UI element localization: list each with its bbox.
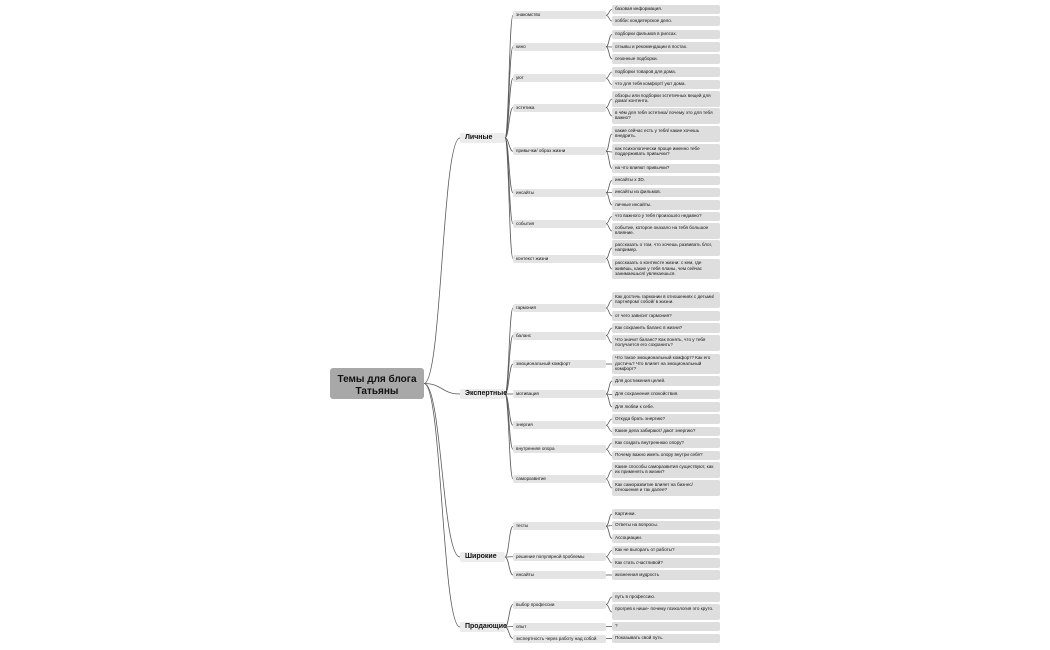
idea-node[interactable]: рассказать о том, что хочешь развивать б… (612, 240, 720, 256)
topic-node[interactable]: тесты (513, 522, 606, 531)
topic-node[interactable]: мотивация (513, 390, 606, 398)
idea-node[interactable]: от чего зависит гармония? (612, 311, 720, 321)
connector-line (423, 137, 461, 384)
connector-line (504, 525, 514, 558)
idea-node[interactable]: подборки товаров для дома. (612, 67, 720, 77)
idea-node[interactable]: путь в профессию. (612, 592, 720, 602)
idea-node[interactable]: Показывать свой путь. (612, 633, 720, 644)
idea-node[interactable]: Картинки. (612, 509, 720, 519)
connector-line (504, 556, 514, 576)
connector-line (504, 137, 514, 194)
idea-node[interactable]: обзоры или подборки эстетичных вещей для… (612, 91, 720, 107)
idea-node[interactable]: инсайты из фильмов. (612, 187, 720, 198)
topic-node[interactable]: экспертность через работу над собой (513, 634, 606, 643)
idea-node[interactable]: Как создать внутреннюю опору? (612, 438, 720, 448)
connector-line (504, 107, 514, 139)
connector-line (504, 137, 514, 225)
connector-line (504, 393, 514, 450)
connector-line (504, 307, 514, 395)
branch-node[interactable]: Личные (460, 133, 505, 143)
idea-node[interactable]: в чём для тебя эстетика/ почему это для … (612, 108, 720, 124)
idea-node[interactable]: Как достичь гармонии в отношениях с деть… (612, 292, 720, 308)
topic-node[interactable]: знакомство (513, 11, 606, 20)
idea-node[interactable]: рассказать о контексте жизни: с кем, где… (612, 258, 720, 280)
idea-node[interactable]: хобби: кондитерское дело. (612, 16, 720, 26)
topic-node[interactable]: внутренняя опора (513, 445, 606, 454)
idea-node[interactable]: отзывы и рекомендации в постах. (612, 42, 720, 52)
topic-node[interactable]: контекст жизни (513, 254, 606, 263)
idea-node[interactable]: Как сохранить баланс в жизни? (612, 323, 720, 333)
idea-node[interactable]: Что значит баланс? Как понять, что у теб… (612, 335, 720, 351)
topic-node[interactable]: привычки/ образ жизни (513, 147, 606, 156)
idea-node[interactable]: Ассоциации. (612, 533, 720, 544)
idea-node[interactable]: Для сохранения спокойствия. (612, 389, 720, 400)
connector-line (504, 14, 514, 139)
topic-node[interactable]: саморазвитие (513, 475, 606, 483)
topic-node[interactable]: гармония (513, 304, 606, 312)
idea-node[interactable]: Что такое эмоциональный комфорт? Как его… (612, 353, 720, 375)
topic-node[interactable]: решение популярной проблемы (513, 552, 606, 561)
topic-node[interactable]: инсайты (513, 571, 606, 579)
idea-node[interactable]: прогрев к нише- почему психология это кр… (612, 604, 720, 620)
idea-node[interactable]: Как саморазвитие влияет на бизнес/ отнош… (612, 480, 720, 496)
idea-node[interactable]: Откуда брать энергию? (612, 414, 720, 424)
connector-line (504, 46, 514, 139)
connector-line (504, 137, 514, 152)
idea-node[interactable]: что важного у тебя произошло недавно? (612, 211, 720, 222)
connector-line (423, 383, 461, 395)
topic-node[interactable]: опыт (513, 622, 606, 631)
connector-line (504, 137, 514, 259)
idea-node[interactable]: Для любви к себе. (612, 402, 720, 412)
topic-node[interactable]: баланс (513, 331, 606, 340)
connector-line (504, 335, 514, 395)
topic-node[interactable]: события (513, 219, 606, 228)
idea-node[interactable]: Как стать счастливой? (612, 558, 720, 568)
topic-node[interactable]: эстетика (513, 103, 606, 112)
idea-node[interactable]: на что влияют привычки? (612, 163, 720, 174)
idea-node[interactable]: что для тебя комфорт/ уют дома. (612, 79, 720, 90)
idea-node[interactable]: базовая информация. (612, 4, 720, 15)
connector-line (423, 383, 461, 628)
idea-node[interactable]: событие, которое оказало на тебя большое… (612, 223, 720, 239)
branch-node[interactable]: Продающие (460, 622, 507, 632)
idea-node[interactable]: ? (612, 621, 720, 632)
root-node[interactable]: Темы для блога Татьяны (330, 368, 424, 399)
idea-node[interactable]: подборки фильмов в рилсах. (612, 29, 720, 40)
idea-node[interactable]: инсайты х 3D. (612, 175, 720, 186)
topic-node[interactable]: кино (513, 42, 606, 51)
connector-line (504, 393, 514, 480)
idea-node[interactable]: Какие дела забирают/ дают энергию? (612, 426, 720, 437)
topic-node[interactable]: уют (513, 74, 606, 83)
idea-node[interactable]: жизненная мудрость (612, 570, 720, 580)
topic-node[interactable]: выбор профессии (513, 600, 606, 609)
idea-node[interactable]: Почему важно иметь опору внутри себя? (612, 450, 720, 461)
connector-line (504, 77, 514, 139)
idea-node[interactable]: личные инсайты. (612, 200, 720, 210)
idea-node[interactable]: Для достижения целей. (612, 376, 720, 386)
idea-node[interactable]: как психологически проще именно тебе под… (612, 144, 720, 160)
branch-node[interactable]: Экспертные (460, 389, 507, 399)
topic-node[interactable]: энергия (513, 421, 606, 430)
topic-node[interactable]: эмоциональный комфорт (513, 360, 606, 368)
idea-node[interactable]: сезонные подборки. (612, 54, 720, 64)
idea-node[interactable]: Как не выгорать от работы? (612, 545, 720, 556)
idea-node[interactable]: Ответы на вопросы. (612, 520, 720, 531)
idea-node[interactable]: Какие способы саморазвития существуют, к… (612, 462, 720, 478)
connector-line (423, 383, 461, 558)
topic-node[interactable]: инсайты (513, 188, 606, 197)
branch-node[interactable]: Широкие (460, 552, 505, 562)
idea-node[interactable]: какие сейчас есть у тебя/ какие хочешь в… (612, 126, 720, 142)
connector-line (504, 393, 514, 426)
